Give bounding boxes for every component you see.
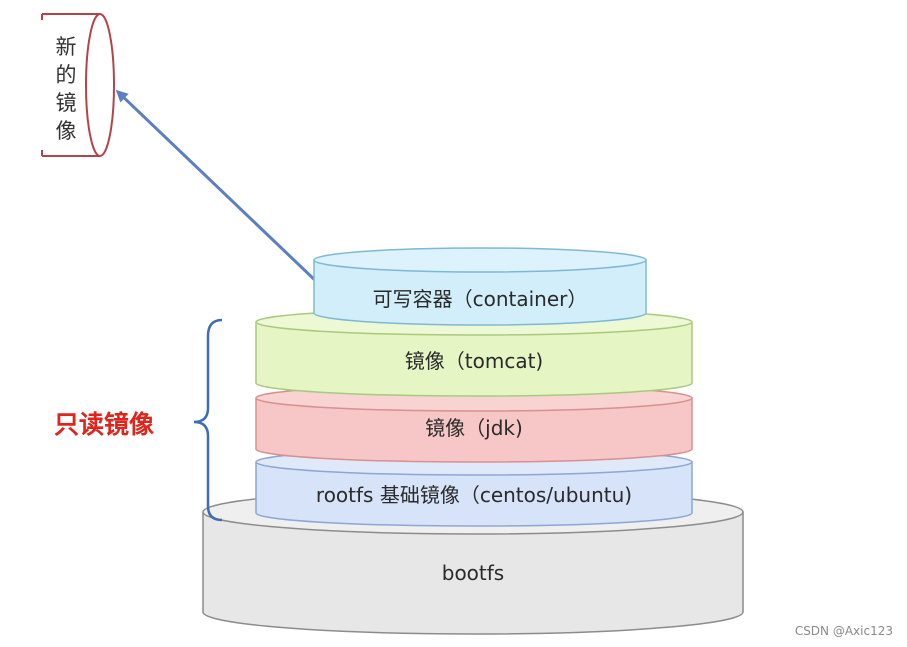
container-label: 可写容器（container）	[372, 287, 588, 311]
readonly-images-label: 只读镜像	[54, 410, 155, 439]
jdk-label: 镜像（jdk)	[425, 416, 523, 440]
bootfs-label: bootfs	[441, 561, 505, 585]
tomcat-label: 镜像（tomcat)	[404, 349, 544, 373]
container-layer	[313, 247, 647, 326]
rootfs-label: rootfs 基础镜像（centos/ubuntu)	[315, 483, 633, 507]
new-image-label: 新的镜像	[55, 35, 77, 143]
new-image-cylinder	[41, 13, 115, 157]
watermark: CSDN @Axic123	[794, 624, 893, 638]
readonly-bracket	[193, 318, 223, 522]
commit-arrow	[115, 89, 320, 285]
